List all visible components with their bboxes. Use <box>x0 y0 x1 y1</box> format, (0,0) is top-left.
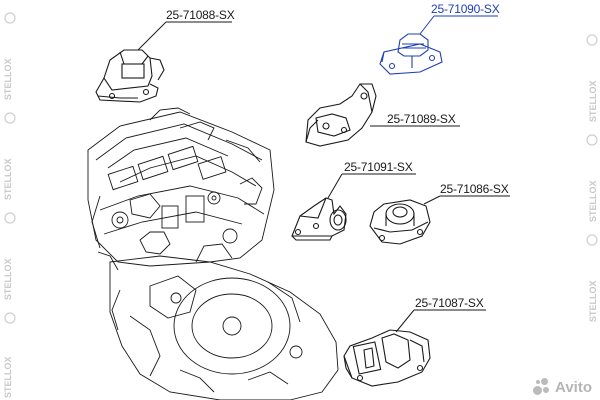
watermark-text: STELLOX <box>3 58 13 100</box>
part-label-25-71089-sx: 25-71089-SX <box>387 112 456 126</box>
part-label-25-71090-sx: 25-71090-SX <box>431 2 500 16</box>
mount-25-71089-sx <box>305 83 377 147</box>
leader-25-71090-sx <box>419 15 435 35</box>
watermark-text: STELLOX <box>588 80 598 122</box>
mount-25-71090-sx <box>379 33 443 75</box>
watermark-text: STELLOX <box>3 258 13 300</box>
mount-25-71087-sx <box>343 329 431 387</box>
part-label-25-71086-sx: 25-71086-SX <box>440 182 509 196</box>
watermark-text: STELLOX <box>588 280 598 322</box>
watermark-stellox-left: STELLOX STELLOX STELLOX STELLOX <box>2 0 16 400</box>
mount-25-71091-sx <box>291 197 347 241</box>
mount-25-71086-sx <box>369 199 431 245</box>
watermark-text: STELLOX <box>588 180 598 222</box>
avito-logo-icon <box>533 378 551 396</box>
part-label-25-71088-sx: 25-71088-SX <box>166 8 235 22</box>
watermark-stellox-right: STELLOX STELLOX STELLOX <box>588 0 600 400</box>
leader-25-71086-sx <box>423 195 441 205</box>
transmission-illustration <box>109 243 339 400</box>
leader-25-71088-sx <box>137 21 167 51</box>
watermark-text: STELLOX <box>3 158 13 200</box>
avito-watermark: Avito <box>533 378 592 396</box>
part-label-25-71091-sx: 25-71091-SX <box>344 160 413 174</box>
watermark-text: STELLOX <box>3 356 13 398</box>
part-label-25-71087-sx: 25-71087-SX <box>415 296 484 310</box>
avito-text: Avito <box>555 378 592 396</box>
leader-25-71087-sx <box>395 309 415 333</box>
leader-25-71091-sx <box>327 173 343 199</box>
mount-25-71088-sx <box>95 49 165 103</box>
engine-block-illustration <box>87 107 275 271</box>
watermark-logo-strip-right <box>586 34 598 246</box>
watermark-logo-strip-left <box>4 12 16 324</box>
